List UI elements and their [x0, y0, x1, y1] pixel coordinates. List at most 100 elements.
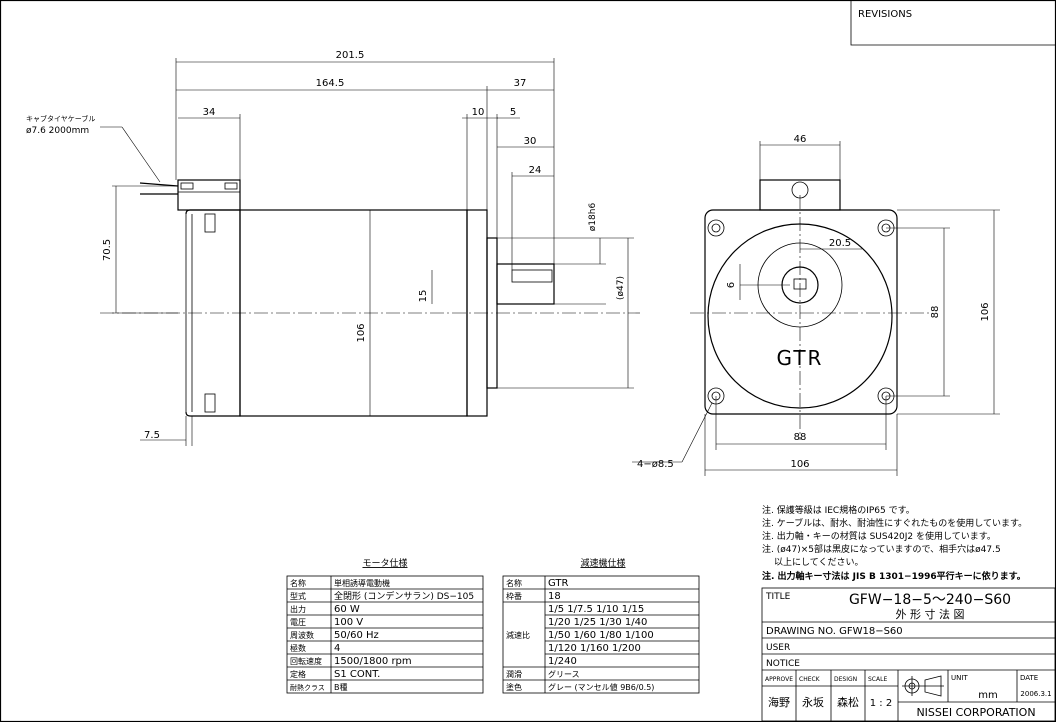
- gear-row-label: 名称: [506, 578, 522, 588]
- motor-row-label: 極数: [290, 643, 306, 653]
- approve-label: APPROVE: [765, 676, 793, 683]
- gear-table-title: 減速機仕様: [580, 557, 625, 569]
- unit-value: mm: [978, 690, 997, 701]
- dim-size-106-vertical: 106: [980, 302, 991, 321]
- motor-row-value: 50/60 Hz: [334, 630, 379, 641]
- gear-row-label: 潤滑: [506, 669, 522, 679]
- motor-row-label: 周波数: [290, 630, 314, 640]
- user-label: USER: [766, 643, 790, 653]
- dim-shaft-total: 37: [514, 78, 527, 89]
- notice-label: NOTICE: [766, 659, 800, 669]
- cable-note-line1: キャブタイヤケーブル: [26, 114, 95, 123]
- dim-shaft-dia: ø18h6: [588, 203, 598, 232]
- terminal-box: [177, 179, 241, 211]
- dim-height-106: 106: [356, 323, 367, 342]
- motor-row-value: 単相誘導電動機: [334, 578, 390, 588]
- dim-key-20-5: 20.5: [829, 238, 851, 249]
- approve-value: 海野: [768, 695, 790, 709]
- dim-key-15: 15: [418, 290, 429, 303]
- check-label: CHECK: [799, 676, 821, 683]
- gear-row-label: 枠番: [506, 591, 522, 601]
- motor-row-label: 定格: [290, 669, 306, 679]
- scale-value: 1 : 2: [870, 698, 892, 709]
- dim-box-46: 46: [794, 134, 807, 145]
- gear-ratio-line: 1/20 1/25 1/30 1/40: [548, 617, 647, 628]
- gear-spec-table: 減速機仕様 名称 GTR 枠番 18 減速比 1/5 1/7.5 1/10 1/…: [502, 557, 700, 694]
- motor-row-value: 1500/1800 rpm: [334, 656, 412, 667]
- note-1: 注. 保護等級は IEC規格のIP65 です。: [762, 504, 915, 516]
- motor-row-value: 60 W: [334, 604, 360, 615]
- dim-boss-dia: (ø47): [616, 276, 626, 300]
- cable: [139, 182, 179, 195]
- note-2: 注. ケーブルは、耐水、耐油性にすぐれたものを使用しています。: [762, 517, 1027, 529]
- title-label: TITLE: [765, 592, 791, 602]
- dim-overall: 201.5: [336, 50, 365, 61]
- side-view: 201.5 164.5 37 34 10 5 30 24 70.5 106 15…: [26, 50, 640, 446]
- title-block: TITLE GFW−18−5〜240−S60 外 形 寸 法 図 DRAWING…: [761, 587, 1056, 722]
- front-flange: [704, 209, 898, 415]
- front-body-circle: [707, 223, 893, 409]
- note-5: 注. 出力軸キー寸法は JIS B 1301−1996平行キーに依ります。: [762, 570, 1026, 582]
- motor-row-value: S1 CONT.: [334, 669, 380, 680]
- title-subtitle: 外 形 寸 法 図: [896, 607, 965, 621]
- gear-ratio-line: 1/5 1/7.5 1/10 1/15: [548, 604, 644, 615]
- note-3: 注. 出力軸・キーの材質は SUS420J2 を使用しています。: [762, 530, 996, 542]
- flange-spigot: [486, 237, 498, 389]
- output-shaft: [496, 263, 555, 305]
- gear-ratio-line: 1/240: [548, 656, 577, 667]
- note-4-cont: 以上にしてください。: [774, 557, 863, 568]
- gear-ratio-line: 1/50 1/60 1/80 1/100: [548, 630, 654, 641]
- gear-row-value: グリース: [548, 669, 580, 679]
- dim-pcd-88-vertical: 88: [930, 306, 941, 319]
- design-label: DESIGN: [834, 676, 857, 683]
- motor-row-label: 電圧: [290, 618, 306, 627]
- check-value: 永坂: [802, 695, 824, 709]
- gear-ratio-label: 減速比: [506, 630, 530, 640]
- motor-row-label: 出力: [290, 604, 306, 614]
- gear-ratio-line: 1/120 1/160 1/200: [548, 643, 641, 654]
- unit-label: UNIT: [951, 674, 968, 682]
- motor-spec-table: モータ仕様 名称 単相誘導電動機 型式 全閉形 (コンデンサラン) DS−105…: [286, 557, 484, 694]
- motor-row-label: 名称: [290, 578, 306, 588]
- front-terminal-box: [759, 179, 841, 211]
- dim-key-24: 24: [529, 165, 542, 176]
- date-value: 2006.3.1: [1020, 690, 1051, 698]
- gear-row-value: GTR: [548, 578, 569, 589]
- note-4: 注. (ø47)×5部は黒皮になっていますので、相手穴はø47.5: [762, 543, 1001, 555]
- dim-flange-gap: 5: [510, 107, 516, 118]
- company-name: NISSEI CORPORATION: [916, 706, 1035, 719]
- brand-mark: GTR: [777, 346, 824, 370]
- dim-height-70-5: 70.5: [102, 239, 113, 261]
- scale-label: SCALE: [868, 676, 887, 683]
- front-view: GTR 46 20.5 6 88 106 88: [632, 134, 1000, 476]
- title-model: GFW−18−5〜240−S60: [849, 592, 1011, 608]
- dim-pcd-88-horizontal: 88: [794, 432, 807, 443]
- gear-row-value: 18: [548, 591, 561, 602]
- motor-row-value: B種: [334, 682, 348, 692]
- dim-key-6: 6: [726, 282, 737, 288]
- dim-body: 164.5: [316, 78, 345, 89]
- motor-row-label: 耐熱クラス: [290, 683, 325, 692]
- motor-row-value: 全閉形 (コンデンサラン) DS−105: [334, 590, 474, 602]
- gear-row-value: グレー (マンセル値 9B6/0.5): [548, 682, 654, 692]
- shaft-key: [511, 269, 553, 283]
- motor-row-value: 100 V: [334, 617, 363, 628]
- dim-mounting-holes: 4−ø8.5: [637, 459, 674, 470]
- dim-size-106-horizontal: 106: [790, 459, 809, 470]
- drawing-number: DRAWING NO. GFW18−S60: [766, 626, 903, 637]
- motor-row-label: 回転速度: [290, 656, 322, 666]
- dim-cable-box: 34: [203, 107, 216, 118]
- dim-rear-7-5: 7.5: [144, 430, 160, 441]
- notes: 注. 保護等級は IEC規格のIP65 です。 注. ケーブルは、耐水、耐油性に…: [762, 504, 1027, 582]
- date-label: DATE: [1020, 674, 1038, 682]
- motor-table-title: モータ仕様: [362, 557, 407, 569]
- design-value: 森松: [837, 695, 859, 709]
- dim-shaft-30: 30: [524, 136, 537, 147]
- projection-symbol-icon: [902, 675, 944, 697]
- revisions-box: REVISIONS: [850, 0, 1056, 46]
- dim-flange: 10: [472, 107, 485, 118]
- motor-row-label: 型式: [290, 591, 306, 601]
- motor-row-value: 4: [334, 643, 340, 654]
- cable-note-line2: ø7.6 2000mm: [26, 126, 89, 136]
